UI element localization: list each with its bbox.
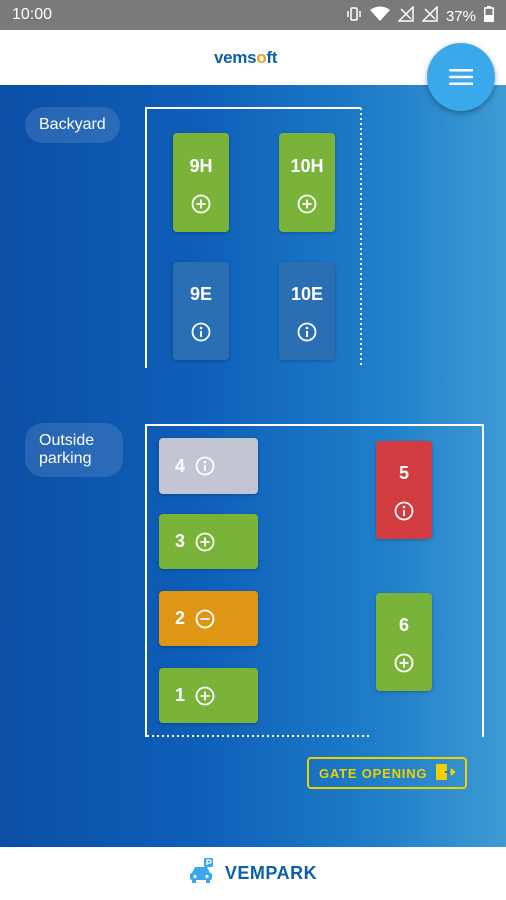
app-header: vemsoft [0,30,506,85]
battery-icon [484,6,494,26]
signal-off-icon [397,5,414,26]
section-label-backyard: Backyard [25,107,120,143]
info-circle-icon [195,456,215,476]
spot-1[interactable]: 1 [159,668,258,723]
app-footer: VEMPARK [0,847,506,900]
signal-off-icon-2 [421,5,438,26]
plus-circle-icon [195,532,215,552]
footer-brand: VEMPARK [224,863,318,883]
backyard-lot-outline [145,107,362,368]
wifi-icon [369,6,390,26]
plus-circle-icon [191,194,211,214]
outside-lot-outline [145,424,484,737]
vemsoft-logo: vemsoft [214,48,278,67]
spot-10e[interactable]: 10E [279,262,335,360]
plus-circle-icon [297,194,317,214]
section-label-outside-parking: Outside parking [25,423,123,477]
info-circle-icon [394,501,414,521]
spot-6[interactable]: 6 [376,593,432,691]
battery-percent: 37% [445,7,476,25]
gate-opening-label: GATE OPENING [319,765,428,781]
spot-2[interactable]: 2 [159,591,258,646]
spot-5[interactable]: 5 [376,441,432,539]
hamburger-icon [449,69,473,85]
info-circle-icon [191,322,211,342]
menu-button[interactable] [427,43,495,111]
spot-9h[interactable]: 9H [173,133,229,232]
info-circle-icon [297,322,317,342]
status-time: 10:00 [12,6,53,23]
status-bar: 10:00 37% [0,0,506,30]
gate-opening-button[interactable]: GATE OPENING [307,757,467,789]
spot-9e[interactable]: 9E [173,262,229,360]
plus-circle-icon [394,653,414,673]
spot-4[interactable]: 4 [159,438,258,494]
parking-map: Backyard 9H 10H 9E 10E Outside parking 4… [0,85,506,847]
status-icons: 37% [346,5,494,26]
minus-circle-icon [195,609,215,629]
plus-circle-icon [195,686,215,706]
car-parking-icon [189,858,217,889]
spot-10h[interactable]: 10H [279,133,335,232]
vibrate-icon [346,6,362,26]
spot-3[interactable]: 3 [159,514,258,569]
exit-door-icon [436,763,456,783]
